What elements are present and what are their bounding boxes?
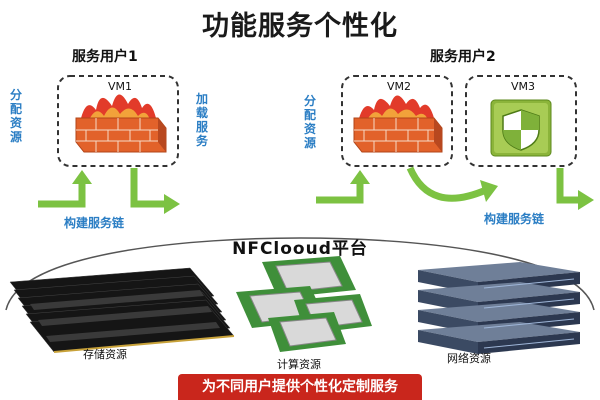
network-switch-icon bbox=[418, 262, 580, 354]
user1-load-label: 加载服务 bbox=[196, 92, 209, 148]
arrow-allocate-2 bbox=[316, 170, 370, 204]
arrow-load-1 bbox=[130, 168, 180, 214]
cpu-chip-icon bbox=[236, 256, 372, 352]
firewall-icon bbox=[353, 95, 443, 153]
user1-chain-label: 构建服务链 bbox=[64, 216, 125, 230]
arrow-chain-vm2-vm3 bbox=[406, 166, 498, 202]
shield-icon bbox=[490, 99, 552, 157]
arrow-output-2 bbox=[556, 168, 594, 210]
user2-allocate-label: 分配资源 bbox=[304, 94, 317, 150]
compute-label: 计算资源 bbox=[277, 358, 321, 371]
storage-label: 存储资源 bbox=[83, 348, 127, 361]
diagram-title: 功能服务个性化 bbox=[202, 11, 398, 42]
user1-allocate-label: 分配资源 bbox=[10, 88, 23, 144]
arrow-allocate-1 bbox=[38, 170, 92, 208]
vm2-label: VM2 bbox=[386, 80, 411, 93]
vm3-label: VM3 bbox=[510, 80, 535, 93]
user2-chain-label: 构建服务链 bbox=[484, 212, 545, 226]
bottom-banner: 为不同用户提供个性化定制服务 bbox=[178, 374, 422, 400]
firewall-icon bbox=[75, 94, 167, 153]
memory-module-icon bbox=[9, 267, 235, 353]
user1-label: 服务用户1 bbox=[72, 49, 138, 65]
platform-label: NFClooud平台 bbox=[232, 239, 368, 259]
user2-label: 服务用户2 bbox=[430, 49, 496, 65]
network-label: 网络资源 bbox=[447, 352, 491, 365]
vm1-label: VM1 bbox=[107, 80, 132, 93]
